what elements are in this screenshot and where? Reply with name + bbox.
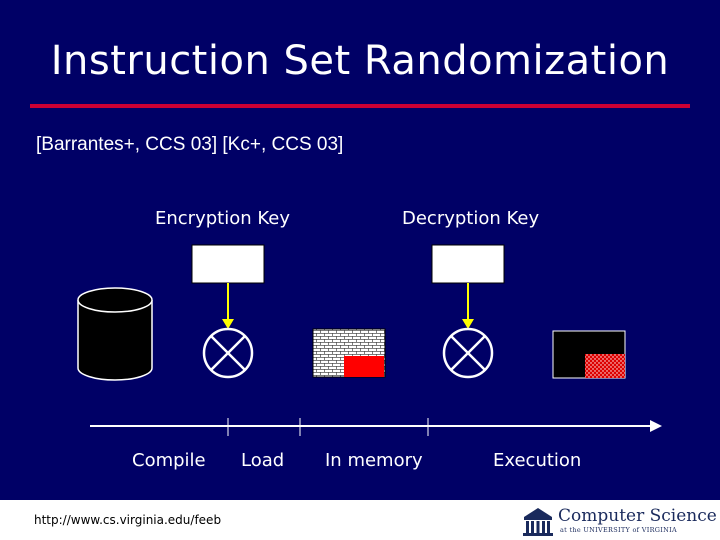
isr-diagram xyxy=(77,244,662,436)
footer-bar: http://www.cs.virginia.edu/feeb Computer… xyxy=(0,500,720,540)
encrypted-memory-block xyxy=(312,328,386,378)
uva-cs-logo: Computer Science at the UNIVERSITY of VI… xyxy=(522,504,717,538)
execution-block xyxy=(552,330,626,379)
decryption-key-label: Decryption Key xyxy=(402,208,540,229)
timeline-label-in-memory: In memory xyxy=(325,450,423,471)
slide-title: Instruction Set Randomization xyxy=(50,38,670,84)
timeline-label-execution: Execution xyxy=(493,450,582,471)
logo-subtitle: at the UNIVERSITY of VIRGINIA xyxy=(560,526,677,534)
timeline-label-compile: Compile xyxy=(132,450,206,471)
encryption-key-arrow xyxy=(222,283,234,329)
rotunda-icon xyxy=(523,508,553,536)
timeline-arrow xyxy=(90,418,662,436)
decryption-key-box xyxy=(431,244,505,284)
encryption-key-label: Encryption Key xyxy=(155,208,290,229)
encrypt-operator-icon xyxy=(202,327,254,379)
citation-text: [Barrantes+, CCS 03] [Kc+, CCS 03] xyxy=(36,134,344,155)
timeline-label-load: Load xyxy=(241,450,285,471)
decrypt-operator-icon xyxy=(442,327,494,379)
logo-title: Computer Science xyxy=(558,506,717,526)
program-database-icon xyxy=(77,287,153,381)
title-underline xyxy=(30,104,690,108)
decryption-key-arrow xyxy=(462,283,474,329)
encryption-key-box xyxy=(191,244,265,284)
footer-url: http://www.cs.virginia.edu/feeb xyxy=(34,513,222,527)
